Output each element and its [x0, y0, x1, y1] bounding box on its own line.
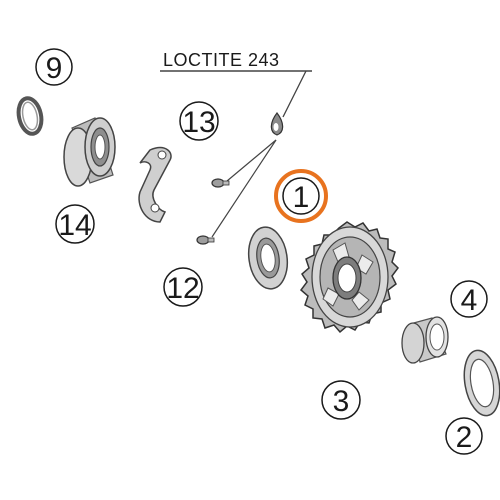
callout-13-label: 13 — [182, 106, 215, 139]
callout-2[interactable]: 2 — [445, 417, 483, 455]
loctite-callout: LOCTITE 243 — [160, 50, 312, 238]
callout-14-label: 14 — [58, 209, 91, 242]
callout-13[interactable]: 13 — [179, 101, 219, 141]
part-14-ball-bearing — [63, 117, 116, 187]
loctite-leader-screw-lower — [211, 139, 277, 238]
callout-4[interactable]: 4 — [450, 280, 488, 318]
loctite-leader-down — [282, 70, 307, 118]
callout-9-label: 9 — [46, 52, 63, 85]
callout-4-label: 4 — [461, 284, 478, 317]
part-9-snap-ring — [16, 96, 44, 136]
loctite-label: LOCTITE 243 — [163, 50, 280, 70]
part-2-thrust-washer — [463, 349, 500, 417]
callout-1-label: 1 — [293, 181, 310, 214]
callout-3[interactable]: 3 — [321, 380, 361, 420]
loctite-drop-icon — [270, 112, 284, 136]
needle-bearing-washer — [247, 226, 289, 290]
callout-2-label: 2 — [456, 421, 473, 454]
loctite-leader-screw-upper — [226, 139, 277, 182]
callout-1-highlighted[interactable]: 1 — [274, 169, 328, 223]
callout-12-label: 12 — [166, 272, 199, 305]
part-4-bushing — [401, 316, 449, 364]
part-12-screw-upper — [211, 178, 230, 188]
callout-9[interactable]: 9 — [35, 48, 73, 86]
part-13-bracket — [138, 146, 172, 223]
callout-14[interactable]: 14 — [55, 204, 95, 244]
part-3-starter-gear — [299, 221, 399, 334]
callout-12[interactable]: 12 — [163, 267, 203, 307]
part-12-screw-lower — [196, 235, 215, 245]
callout-3-label: 3 — [333, 385, 350, 418]
